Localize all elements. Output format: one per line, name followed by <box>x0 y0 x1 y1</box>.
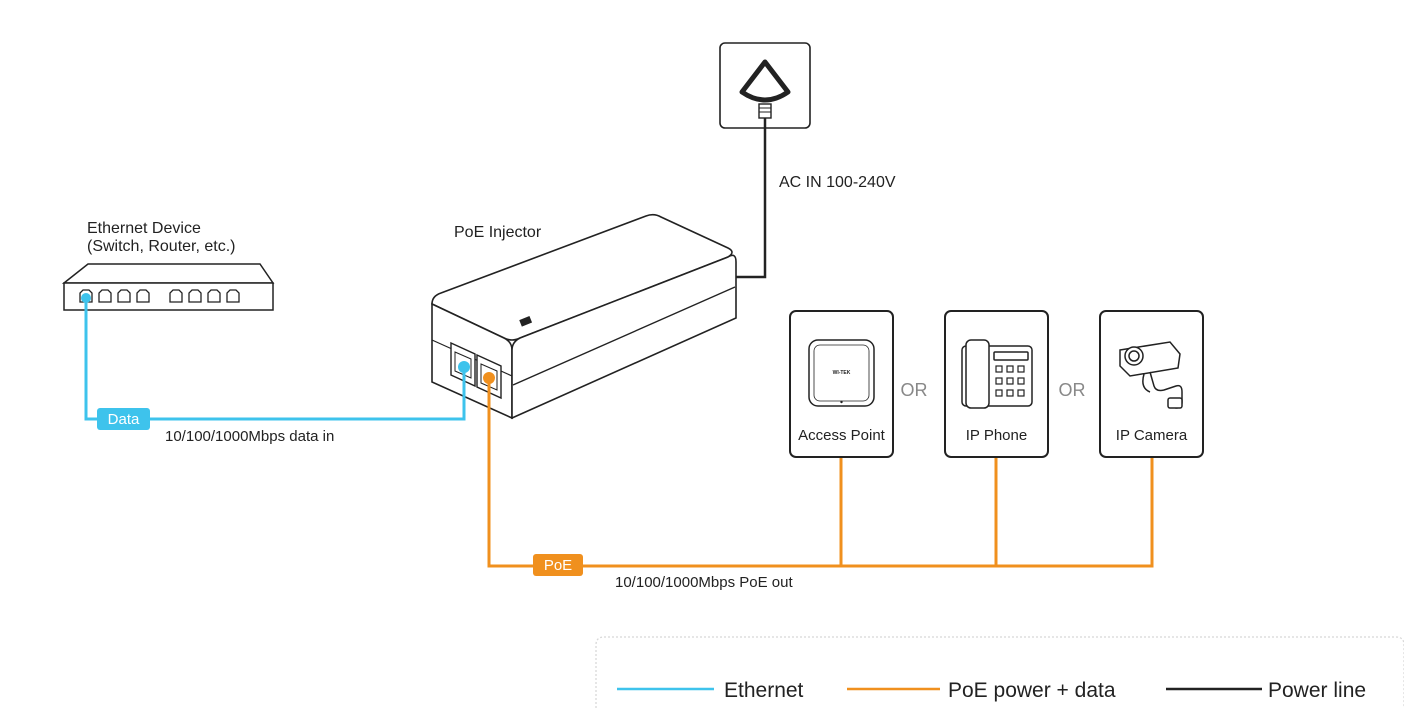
injector-poe-port-dot <box>483 372 495 384</box>
wall-outlet-icon <box>719 42 811 129</box>
ethernet-device-label-line2: (Switch, Router, etc.) <box>87 238 236 255</box>
ac-in-label: AC IN 100-240V <box>779 174 896 191</box>
or-label-2: OR <box>1059 380 1086 400</box>
data-in-label: 10/100/1000Mbps data in <box>165 428 334 445</box>
poe-tag: PoE <box>533 554 583 576</box>
ip-camera-device: IP Camera <box>1099 310 1204 458</box>
access-point-device: WI-TEK Access Point <box>789 310 894 458</box>
poe-out-label: 10/100/1000Mbps PoE out <box>615 574 793 591</box>
legend-power-label: Power line <box>1268 679 1366 702</box>
poe-tag-label: PoE <box>544 557 572 574</box>
ethernet-device-label-line1: Ethernet Device <box>87 220 201 237</box>
ip-phone-icon <box>961 339 1033 409</box>
ethernet-switch-icon <box>61 263 275 311</box>
ip-camera-icon <box>1119 341 1183 409</box>
poe-cable <box>487 378 1154 568</box>
legend: Ethernet PoE power + data Power line <box>595 636 1404 708</box>
power-line <box>736 118 767 279</box>
access-point-label: Access Point <box>798 427 886 444</box>
switch-port-dot <box>81 293 91 303</box>
data-tag-label: Data <box>108 411 140 428</box>
ap-logo-text: WI-TEK <box>833 370 851 376</box>
ethernet-cable <box>84 298 466 421</box>
or-label-1: OR <box>901 380 928 400</box>
poe-injector-icon <box>431 213 737 420</box>
data-tag: Data <box>97 408 150 430</box>
access-point-icon: WI-TEK <box>808 339 875 407</box>
injector-data-port-dot <box>458 361 470 373</box>
ip-phone-device: IP Phone <box>944 310 1049 458</box>
legend-poe-label: PoE power + data <box>948 679 1116 702</box>
legend-ethernet-label: Ethernet <box>724 679 804 702</box>
ip-camera-label: IP Camera <box>1116 427 1188 444</box>
poe-injector-label: PoE Injector <box>454 224 542 241</box>
ip-phone-label: IP Phone <box>966 427 1027 444</box>
